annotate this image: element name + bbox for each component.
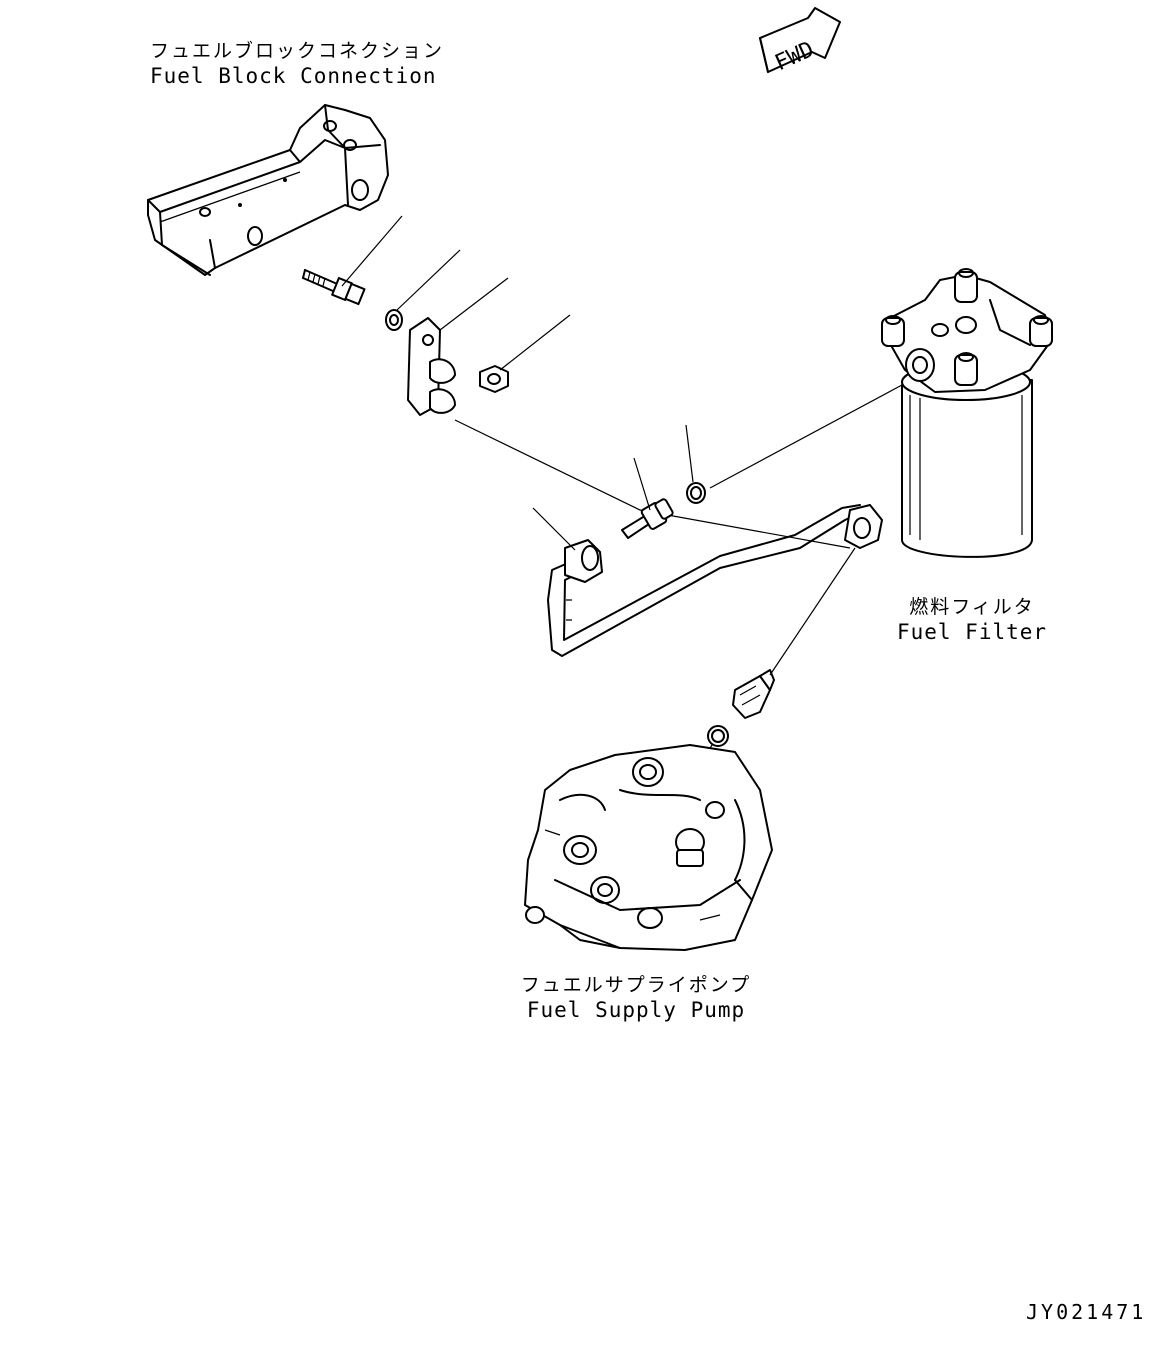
o-ring-filter (686, 482, 706, 504)
leader-line-bracket (439, 277, 509, 331)
leader-line-washer (396, 249, 461, 311)
leader-line-filter (709, 384, 903, 489)
drawing-id: JY021471 (1026, 1300, 1147, 1324)
washer (385, 309, 403, 331)
fuel-filter (881, 268, 1053, 558)
fuel-tube (547, 504, 883, 657)
filter-label-en: Fuel Filter (896, 620, 1048, 644)
fuel-supply-pump (524, 744, 773, 951)
clamp-bracket (407, 317, 456, 416)
fuel-block-connection (147, 104, 389, 276)
leader-line-connector (633, 457, 651, 511)
leader-line-o-ring (685, 424, 694, 483)
filter-label-jp: 燃料フィルタ (909, 596, 1035, 618)
pump-connector (732, 669, 775, 719)
pump-label-jp: フュエルサプライポンプ (520, 974, 752, 996)
banjo-bolt (302, 269, 366, 306)
leader-line-pump-connector (769, 547, 856, 676)
leader-line-tube-end (532, 507, 576, 551)
fwd-arrow: FWD (759, 7, 841, 76)
nut (479, 365, 509, 393)
leader-line-bolt (341, 215, 403, 287)
block-label-jp: フュエルブロックコネクション (150, 40, 445, 62)
pump-label-en: Fuel Supply Pump (526, 998, 746, 1022)
o-ring-pump (707, 725, 729, 747)
assembly-line-bracket (454, 419, 851, 549)
block-label-en: Fuel Block Connection (150, 64, 437, 88)
leader-line-nut (499, 314, 571, 371)
